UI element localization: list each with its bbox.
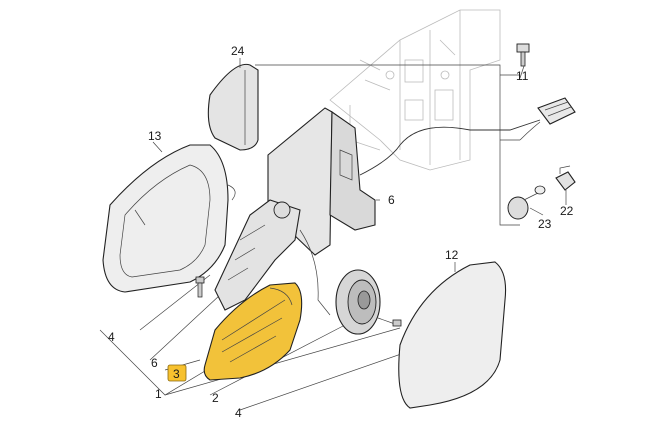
callout-11: 11	[516, 69, 529, 83]
part-11-screw	[516, 43, 530, 67]
part-3-lower-cover	[203, 282, 303, 381]
callout-4-bottom: 4	[235, 406, 242, 420]
part-12-mirror-glass	[398, 261, 507, 409]
callout-13: 13	[148, 129, 162, 143]
wire-harness	[359, 119, 541, 176]
callout-3: 3	[173, 367, 180, 381]
callout-4-left: 4	[108, 330, 115, 344]
bracket-screw	[195, 276, 205, 298]
callout-6-upper: 6	[388, 193, 395, 207]
callout-6-lower: 6	[151, 356, 158, 370]
callout-23: 23	[538, 217, 552, 231]
part-22-clip	[555, 165, 576, 191]
callout-3-badge: 3	[167, 364, 187, 382]
part-13-mirror-housing	[102, 144, 236, 293]
callout-24: 24	[231, 44, 245, 58]
bracket-assembly	[214, 199, 331, 316]
part-24-trim-cap	[207, 63, 259, 151]
part-23-knob	[507, 185, 546, 220]
leader-lines	[152, 58, 567, 272]
callout-2: 2	[212, 391, 219, 405]
connector-plug	[519, 97, 576, 141]
callout-12: 12	[445, 248, 459, 262]
callout-1: 1	[155, 387, 162, 401]
callout-22: 22	[560, 204, 574, 218]
mirror-actuator	[335, 269, 402, 335]
